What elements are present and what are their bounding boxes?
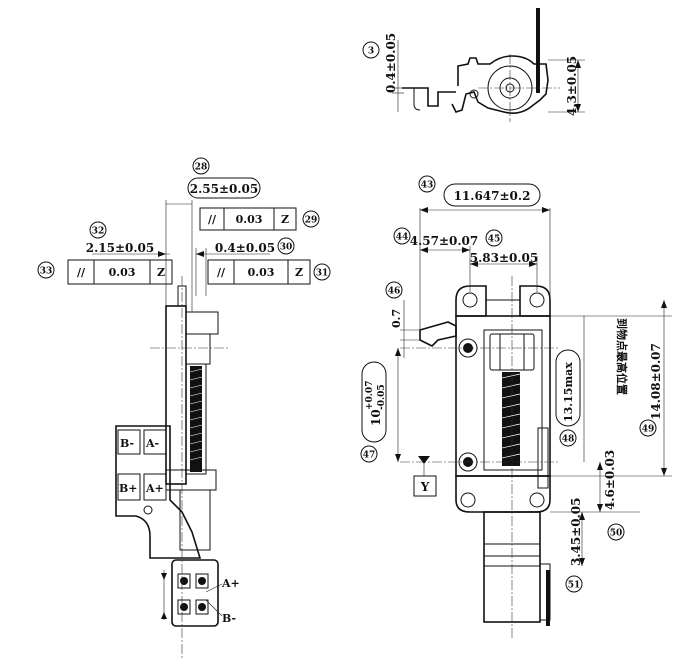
balloon-45: 45 bbox=[485, 229, 503, 247]
balloon-50: 50 bbox=[607, 523, 625, 541]
balloon-32-text: 32 bbox=[92, 227, 105, 237]
balloon-51-text: 51 bbox=[568, 581, 581, 591]
balloon-44: 44 bbox=[393, 227, 411, 245]
dim-10-base: 10 bbox=[369, 409, 383, 426]
dim-10-tol-dn: -0.05 bbox=[377, 384, 387, 410]
dim-width-0-4: 0.4±0.05 bbox=[215, 241, 275, 255]
balloon-47: 47 bbox=[360, 445, 378, 463]
balloon-3-text: 3 bbox=[368, 47, 374, 57]
pin-label-b-plus-bottom: B+ bbox=[119, 482, 138, 495]
balloon-33-text: 33 bbox=[40, 267, 53, 277]
balloon-48-text: 48 bbox=[562, 435, 575, 445]
balloon-46-text: 46 bbox=[388, 287, 401, 297]
dim-overall-11-647: 11.647±0.2 bbox=[454, 189, 531, 203]
balloon-49: 49 bbox=[639, 419, 657, 437]
balloon-51: 51 bbox=[565, 575, 583, 593]
fcf-29-datum: Z bbox=[281, 213, 289, 226]
balloon-28-text: 28 bbox=[195, 163, 208, 173]
screw-thread bbox=[189, 366, 203, 472]
pin-label-a-plus-bottom: A+ bbox=[145, 482, 164, 495]
dim-10-callout: 10 +0.07 -0.05 bbox=[361, 361, 387, 443]
balloon-48: 48 bbox=[559, 429, 577, 447]
balloon-31-text: 31 bbox=[316, 269, 329, 279]
fcf-31-datum: Z bbox=[295, 266, 303, 279]
fcf-33-datum: Z bbox=[157, 266, 165, 279]
pin-label-conn-b-minus: B- bbox=[222, 612, 236, 625]
dim-4-57: 4.57±0.07 bbox=[410, 234, 479, 248]
balloon-46: 46 bbox=[385, 281, 403, 299]
balloon-50-text: 50 bbox=[610, 529, 623, 539]
balloon-43: 43 bbox=[418, 175, 436, 193]
pin-label-conn-a-plus: A+ bbox=[221, 577, 240, 590]
balloon-31: 31 bbox=[313, 263, 331, 281]
dim-top-height: 4.3±0.05 bbox=[565, 56, 579, 116]
fcf-33: // 0.03 Z bbox=[67, 259, 173, 285]
datum-y-label: Y bbox=[420, 480, 430, 494]
dim-3-45: 3.45±0.05 bbox=[569, 497, 583, 566]
left-side-view bbox=[92, 200, 270, 660]
fcf-33-sym: // bbox=[77, 266, 86, 279]
front-view bbox=[395, 207, 672, 640]
fcf-31-sym: // bbox=[217, 266, 226, 279]
dim-10-tol-up: +0.07 bbox=[365, 381, 375, 410]
dim-5-83: 5.83±0.05 bbox=[470, 251, 539, 265]
top-view bbox=[392, 8, 585, 122]
fcf-29-sym: // bbox=[208, 213, 217, 226]
balloon-49-text: 49 bbox=[642, 425, 655, 435]
dim-top-gap: 0.4±0.05 bbox=[384, 33, 398, 93]
balloon-32: 32 bbox=[89, 221, 107, 239]
dim-width-2-55: 2.55±0.05 bbox=[190, 182, 259, 196]
balloon-33: 33 bbox=[37, 261, 55, 279]
balloon-30-text: 30 bbox=[280, 243, 293, 253]
pin-label-a-minus-top: A- bbox=[145, 437, 159, 450]
balloon-43-text: 43 bbox=[421, 181, 434, 191]
balloon-47-text: 47 bbox=[363, 451, 376, 461]
balloon-44-text: 44 bbox=[396, 233, 409, 243]
dim-13-15-callout: 13.15max bbox=[555, 349, 581, 427]
fcf-31-tol: 0.03 bbox=[248, 266, 275, 279]
dim-0-7: 0.7 bbox=[390, 309, 403, 328]
balloon-29: 29 bbox=[302, 210, 320, 228]
balloon-30: 30 bbox=[277, 237, 295, 255]
balloon-45-text: 45 bbox=[488, 235, 501, 245]
balloon-29-text: 29 bbox=[305, 216, 318, 226]
pin-label-b-minus-top: B- bbox=[120, 437, 134, 450]
fcf-29-tol: 0.03 bbox=[236, 213, 263, 226]
dim-14-08: 14.08±0.07 bbox=[649, 343, 663, 420]
fcf-31: // 0.03 Z bbox=[207, 259, 311, 285]
fcf-29: // 0.03 Z bbox=[199, 207, 297, 231]
balloon-3: 3 bbox=[362, 41, 380, 59]
note-highest-position: 到物点最高位置 bbox=[615, 318, 629, 395]
fcf-33-tol: 0.03 bbox=[109, 266, 136, 279]
dim-width-2-15: 2.15±0.05 bbox=[86, 241, 155, 255]
dim-4-6: 4.6±0.03 bbox=[603, 450, 617, 510]
dim-13-15: 13.15max bbox=[562, 362, 575, 422]
balloon-28: 28 bbox=[192, 157, 210, 175]
